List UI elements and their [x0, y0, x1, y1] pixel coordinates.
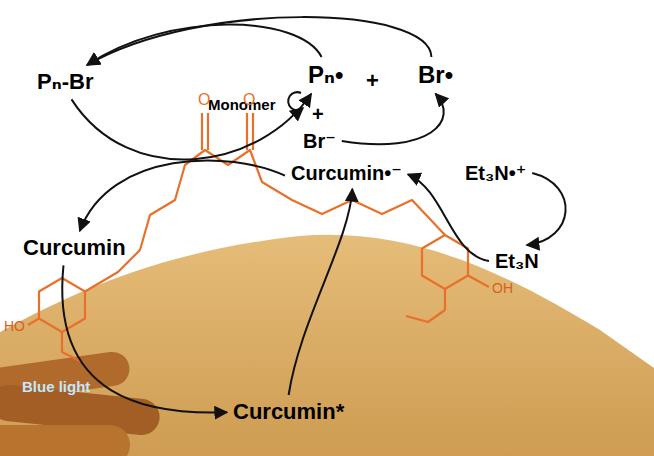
reaction-arrow	[342, 94, 444, 144]
species-label: Curcumin•⁻	[288, 160, 405, 186]
species-label: Pₙ-Br	[34, 68, 96, 96]
species-label: Et₃N•⁺	[462, 160, 529, 186]
reaction-arrow	[87, 25, 321, 65]
species-name: Et₃N	[495, 249, 539, 273]
plus-sign: +	[366, 68, 379, 94]
species-label: Br•	[415, 60, 456, 91]
species-name: Pₙ-Br	[37, 69, 93, 95]
species-name: Curcumin	[23, 235, 126, 261]
species-name: Curcumin•⁻	[291, 161, 402, 185]
atom-label: OH	[492, 280, 513, 297]
species-name: Curcumin*	[233, 399, 344, 425]
species-label: Et₃N	[492, 248, 542, 274]
reaction-arrow	[408, 174, 489, 261]
plus-sign: +	[312, 102, 324, 126]
species-name: Br•	[418, 61, 453, 90]
reaction-arrow	[71, 94, 311, 160]
species-label: Br⁻	[300, 128, 339, 154]
reaction-arrow	[289, 189, 353, 395]
reaction-arrow	[87, 17, 431, 65]
atom-label: O	[243, 90, 255, 109]
species-label: Curcumin	[20, 234, 129, 262]
species-name: Pₙ•	[308, 61, 343, 90]
monomer-label: Monomer	[208, 96, 276, 114]
species-label: Pₙ•	[305, 60, 346, 91]
species-name: Et₃N•⁺	[465, 161, 526, 185]
species-label: Curcumin*	[230, 398, 347, 426]
atom-label: O	[198, 90, 210, 109]
reaction-arrow	[80, 160, 285, 231]
reaction-arrow	[527, 173, 566, 245]
species-name: Br⁻	[303, 129, 336, 153]
light-label: Blue light	[22, 378, 90, 396]
atom-label: HO	[4, 318, 25, 335]
